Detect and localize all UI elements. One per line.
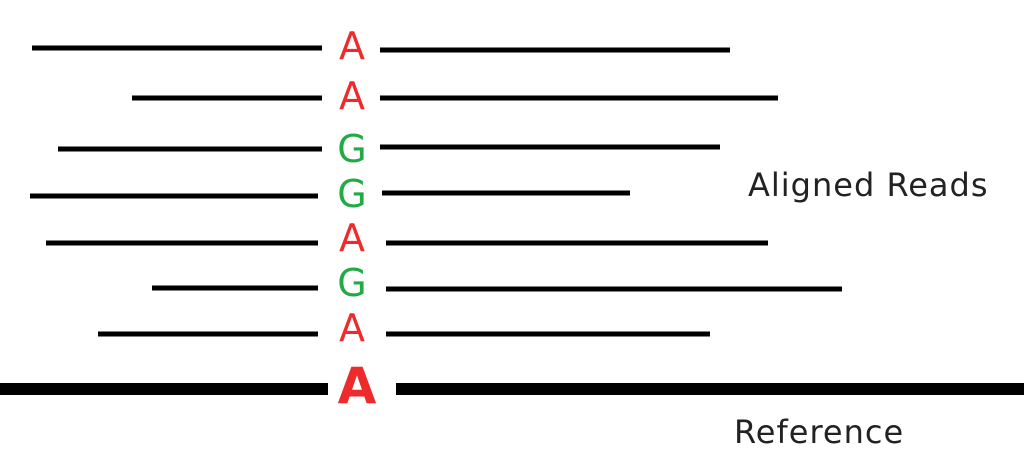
reference-label: Reference — [734, 413, 904, 451]
read-2-base: A — [339, 74, 365, 118]
read-6-base: G — [337, 261, 366, 305]
read-5-base: A — [339, 216, 365, 260]
aligned-reads-label: Aligned Reads — [748, 166, 989, 204]
reference-base: A — [338, 357, 377, 415]
read-3-base: G — [337, 127, 366, 171]
read-4-base: G — [337, 172, 366, 216]
read-7-base: A — [339, 306, 365, 350]
read-1-base: A — [339, 24, 365, 68]
